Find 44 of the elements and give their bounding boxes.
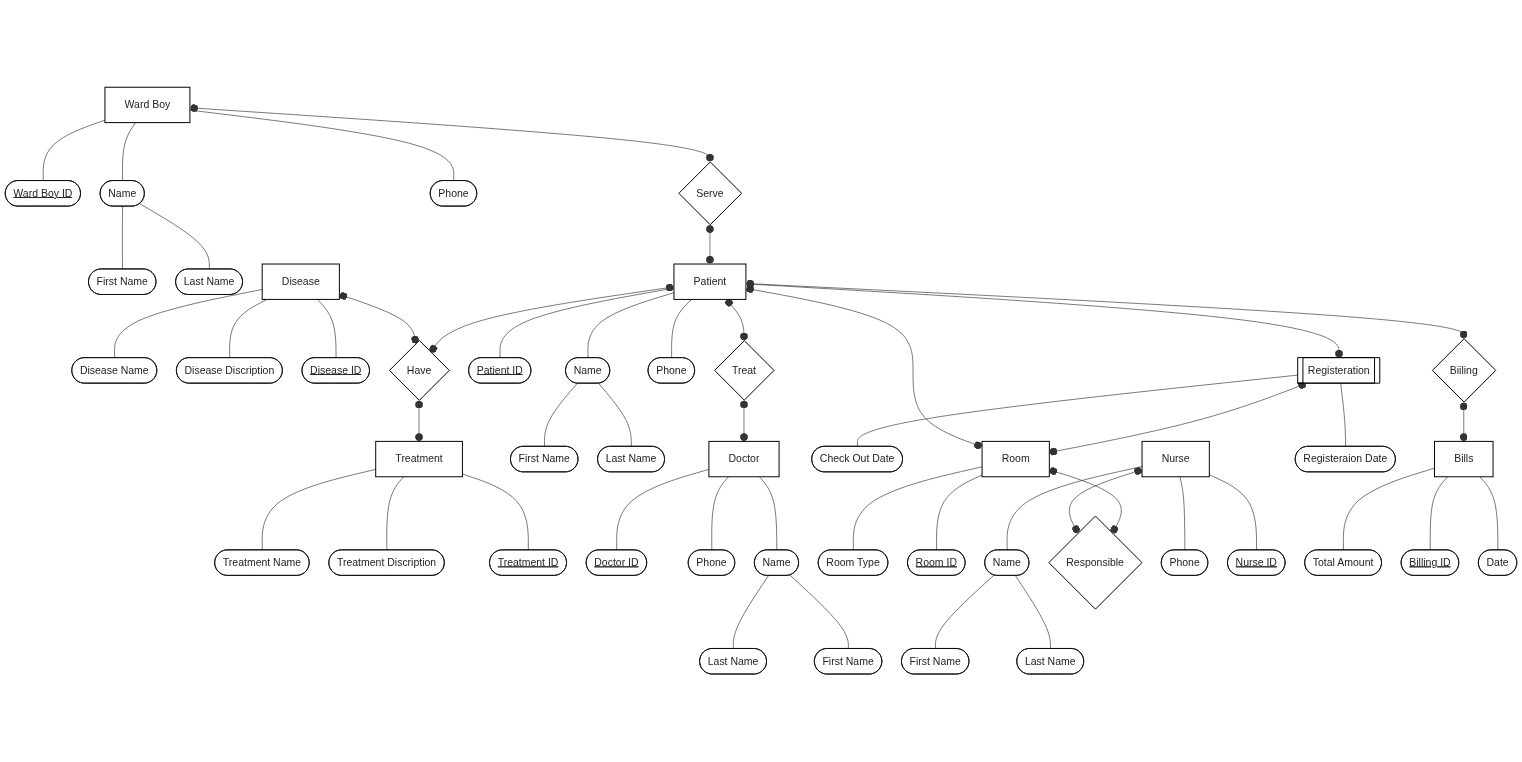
node-box: Disease [261, 263, 340, 301]
node-box: Ward Boy [104, 87, 191, 124]
connector [1015, 575, 1051, 650]
node-diamond: Biiling [1431, 338, 1497, 403]
node-box: Treatment [375, 441, 463, 478]
connector [733, 575, 769, 650]
connector [499, 288, 675, 359]
connector [544, 383, 578, 448]
connector [1340, 383, 1346, 448]
connector [857, 375, 1299, 448]
node-diamond: Serve [678, 161, 743, 226]
connector [852, 466, 983, 551]
connector [711, 476, 729, 551]
node-diamond: Treat [714, 340, 775, 401]
connector [139, 203, 210, 270]
connector [1179, 476, 1186, 551]
node-box: Patient [673, 263, 747, 301]
connector [261, 469, 377, 551]
node-box: Bills [1434, 441, 1494, 478]
node-box: Nurse [1141, 441, 1210, 478]
connector [114, 289, 263, 359]
connector [317, 299, 337, 359]
connector [616, 469, 710, 551]
connector [1429, 476, 1449, 551]
node-diamond: Responsible [1048, 515, 1143, 610]
connector [936, 474, 983, 551]
connector [587, 292, 675, 359]
connector [42, 120, 106, 182]
connector [598, 383, 632, 448]
connector [1343, 468, 1435, 551]
connector [789, 575, 849, 650]
node-box: Room [981, 441, 1050, 478]
connector [935, 575, 995, 650]
connector [122, 206, 123, 270]
node-box: Doctor [708, 441, 780, 478]
connector [1479, 476, 1499, 551]
connector [1209, 474, 1257, 551]
node-diamond: Have [388, 340, 450, 402]
connector [122, 122, 136, 182]
connector [462, 473, 529, 551]
connector [386, 476, 404, 551]
connector [671, 299, 692, 359]
connector [229, 299, 268, 359]
connector [759, 476, 778, 551]
